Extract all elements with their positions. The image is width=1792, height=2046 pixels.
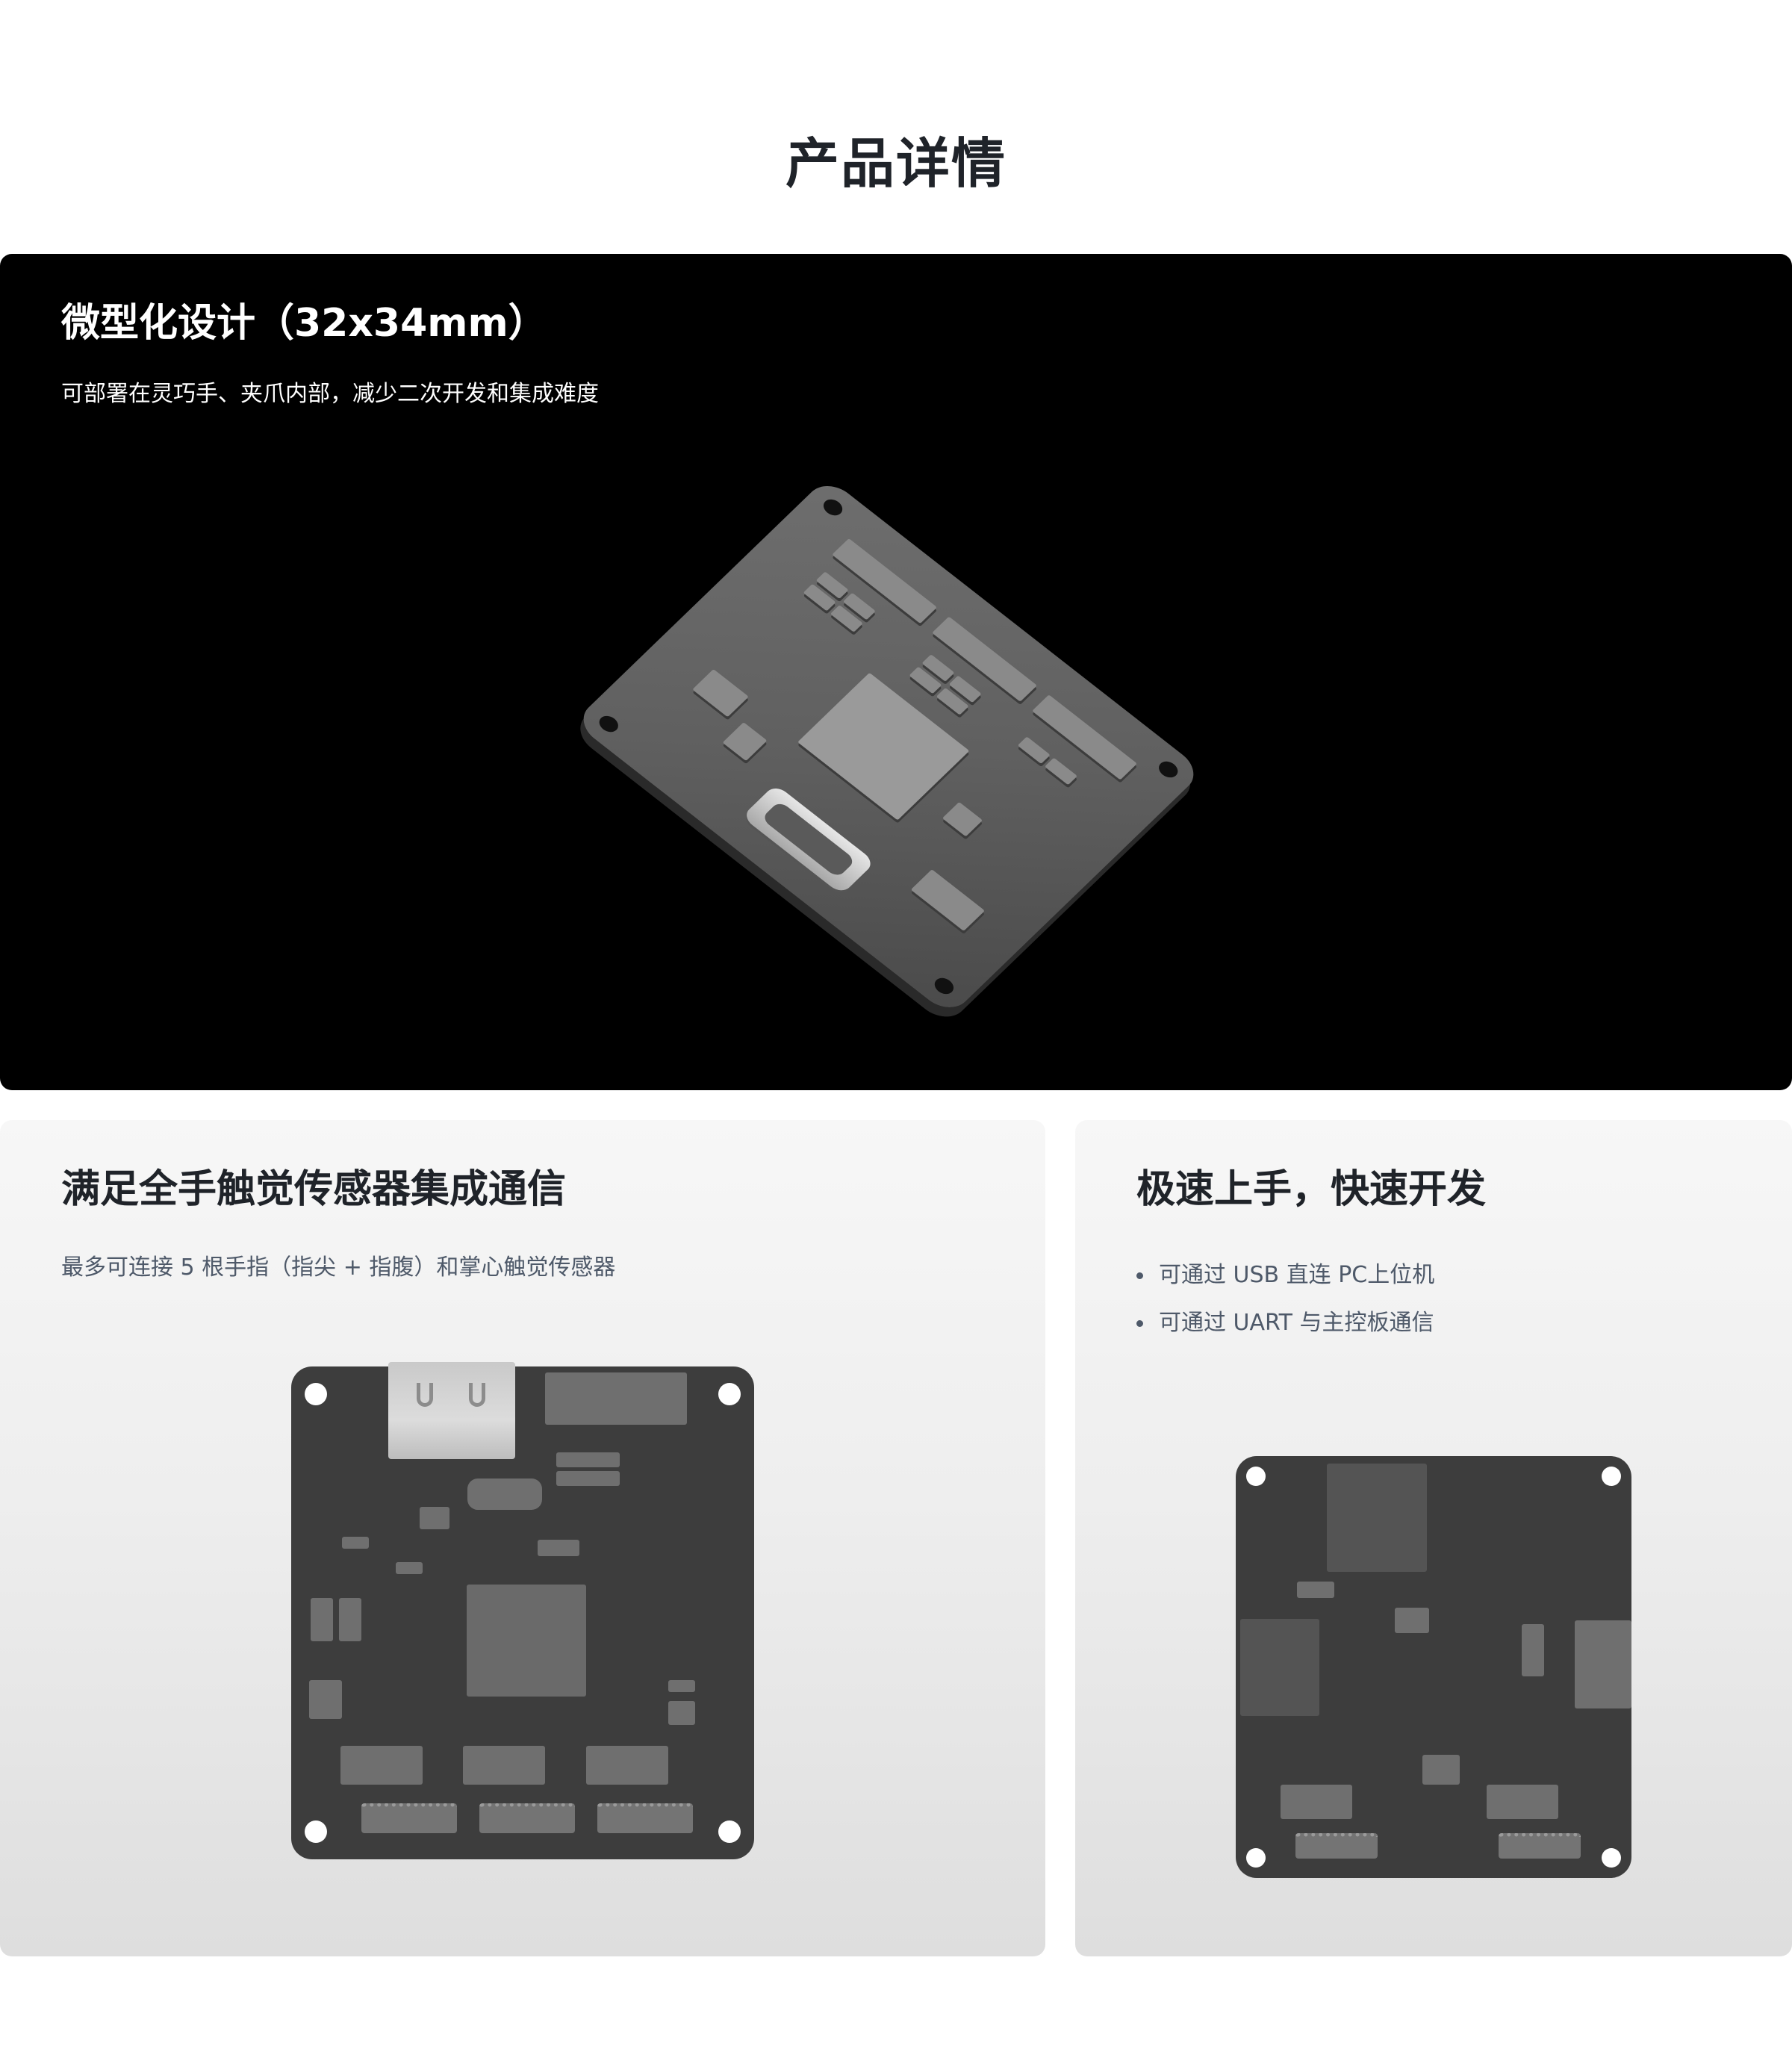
smd-component: [692, 669, 749, 718]
card-subtitle: 最多可连接 5 根手指（指尖 + 指腹）和掌心触觉传感器: [61, 1254, 616, 1281]
smd-component: [668, 1680, 695, 1692]
fpc-connector: [361, 1803, 457, 1833]
smd-array: [1281, 1785, 1352, 1819]
smd-component: [1017, 736, 1051, 764]
smd-component: [538, 1540, 579, 1556]
bullet-item-uart: 可通过 UART 与主控板通信: [1136, 1299, 1434, 1347]
pcb-board: [573, 476, 1204, 1017]
bullet-dot-icon: [1136, 1272, 1143, 1279]
mounting-hole: [930, 974, 958, 998]
smd-component: [556, 1471, 620, 1486]
pcb-top-view-image: [291, 1362, 754, 1859]
card-slot: [1575, 1620, 1631, 1708]
chip: [1240, 1619, 1319, 1716]
card-title: 微型化设计（32x34mm）: [61, 301, 547, 346]
pcb-isometric-image: [508, 433, 1254, 1017]
bullet-item-usb: 可通过 USB 直连 PC上位机: [1136, 1251, 1434, 1299]
card-subtitle: 可部署在灵巧手、夹爪内部，减少二次开发和集成难度: [61, 381, 599, 407]
connector-4pin: [910, 869, 986, 931]
page-title: 产品详情: [785, 132, 1007, 195]
feature-card-quick-start: 极速上手，快速开发 可通过 USB 直连 PC上位机 可通过 UART 与主控板…: [1075, 1120, 1792, 1956]
crystal: [467, 1478, 542, 1510]
usb-pin: [469, 1383, 485, 1407]
smd-component: [1297, 1582, 1334, 1598]
mounting-hole: [1155, 758, 1182, 781]
smd-array: [586, 1746, 668, 1785]
smd-component: [556, 1452, 620, 1467]
smd-component: [1045, 757, 1077, 786]
smd-array: [340, 1746, 423, 1785]
smd-component: [420, 1507, 449, 1529]
smd-component: [309, 1680, 342, 1719]
smd-component: [342, 1537, 369, 1549]
mounting-hole: [718, 1820, 741, 1843]
fpc-connector: [597, 1803, 693, 1833]
fpc-connector: [1295, 1833, 1378, 1859]
feature-bullet-list: 可通过 USB 直连 PC上位机 可通过 UART 与主控板通信: [1136, 1251, 1434, 1347]
smd-component: [311, 1598, 333, 1641]
smd-array: [1522, 1624, 1544, 1676]
usb-c-port: [388, 1362, 515, 1459]
smd-component: [722, 722, 768, 762]
fpc-connector: [1499, 1833, 1581, 1859]
smd-component: [1422, 1755, 1460, 1785]
smd-array: [1487, 1785, 1558, 1819]
fpc-connector: [479, 1803, 575, 1833]
usb-pin: [417, 1383, 433, 1407]
smd-component: [1395, 1608, 1429, 1633]
usb-c-port: [741, 783, 876, 895]
mounting-hole: [595, 712, 622, 736]
feature-card-full-hand-sensors: 满足全手触觉传感器集成通信 最多可连接 5 根手指（指尖 + 指腹）和掌心触觉传…: [0, 1120, 1045, 1956]
smd-component: [396, 1562, 423, 1574]
chip: [1327, 1464, 1427, 1572]
mounting-hole: [718, 1383, 741, 1405]
connector-4pin: [545, 1372, 687, 1425]
mounting-hole: [305, 1383, 327, 1405]
mounting-hole: [305, 1820, 327, 1843]
bullet-dot-icon: [1136, 1320, 1143, 1327]
card-title: 极速上手，快速开发: [1136, 1167, 1487, 1212]
smd-array: [463, 1746, 545, 1785]
mounting-hole: [1246, 1467, 1266, 1486]
card-title: 满足全手触觉传感器集成通信: [61, 1167, 567, 1212]
mounting-hole: [1246, 1848, 1266, 1868]
smd-component: [339, 1598, 361, 1641]
mounting-hole: [1602, 1848, 1621, 1868]
mounting-hole: [819, 496, 847, 519]
main-chip: [467, 1585, 586, 1697]
pcb-bottom-view-image: [1236, 1456, 1631, 1878]
smd-component: [668, 1701, 695, 1725]
smd-component: [942, 801, 983, 837]
mounting-hole: [1602, 1467, 1621, 1486]
